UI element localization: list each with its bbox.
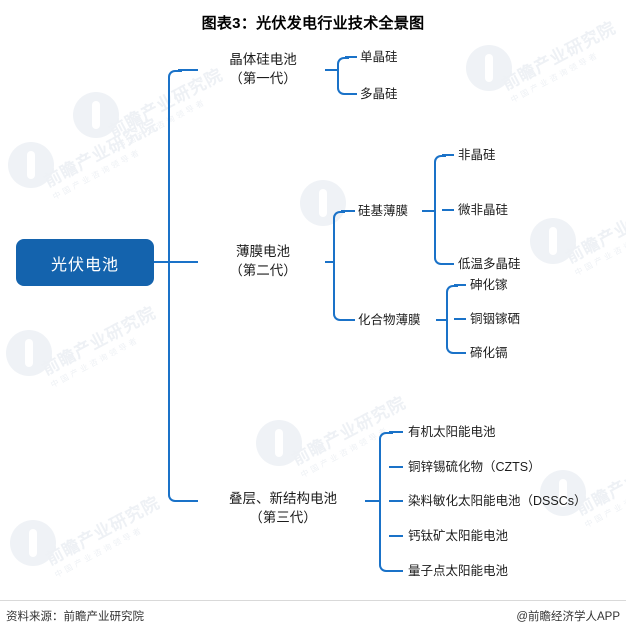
leaf-organic-solar-cell[interactable]: 有机太阳能电池 [408,425,496,439]
page-title: 图表3：光伏发电行业技术全景图 [201,15,425,32]
source-label: 资料来源：前瞻产业研究院 [6,611,144,623]
brand-label: @前瞻经济学人APP [516,611,620,623]
leaf-czts[interactable]: 铜锌锡硫化物（CZTS） [408,460,541,474]
watermark-text: 前瞻产业研究院中国产业咨询领导者 [43,493,164,580]
connector-thinfilm-stub [325,261,335,263]
connector-arm-thinfilm [168,261,198,263]
watermark-text: 前瞻产业研究院中国产业咨询领导者 [563,191,626,278]
connector-crystalline-child-1 [345,93,357,95]
node-tandem-new-structure-cell-line1: 叠层、新结构电池 [229,491,337,506]
leaf-cadmium-telluride[interactable]: 碲化镉 [470,346,508,360]
connector-crystalline-stub [325,69,339,71]
connector-root-stub [154,261,170,263]
connector-thinfilm-group-1 [341,319,355,321]
leaf-micro-amorphous-silicon[interactable]: 微非晶硅 [458,203,509,217]
leaf-perovskite-solar-cell[interactable]: 钙钛矿太阳能电池 [408,529,509,543]
watermark-logo-icon [6,330,52,376]
connector-arm-tandem [178,500,198,502]
node-thin-film-cell-line1: 薄膜电池 [236,244,290,259]
connector-silicon-thinfilm-child-2 [442,263,454,265]
watermark-text: 前瞻产业研究院中国产业咨询领导者 [573,443,626,530]
root-node-label: 光伏电池 [50,256,119,274]
connector-silicon-thinfilm-child-0 [442,154,454,156]
node-silicon-based-thin-film[interactable]: 硅基薄膜 [358,204,409,218]
connector-silicon-thinfilm-stub [422,210,436,212]
connector-compound-thinfilm-bracket [446,285,458,354]
leaf-low-temperature-polysilicon[interactable]: 低温多晶硅 [458,257,521,271]
node-crystalline-silicon-cell-line1: 晶体硅电池 [229,52,297,67]
node-tandem-new-structure-cell[interactable]: 叠层、新结构电池 （第三代） [203,489,363,527]
connector-compound-thinfilm-child-0 [454,284,466,286]
connector-compound-thinfilm-child-2 [454,352,466,354]
connector-tandem-child-3 [389,535,403,537]
connector-thinfilm-bracket [333,211,345,321]
leaf-dsscs[interactable]: 染料敏化太阳能电池（DSSCs） [408,494,587,508]
watermark-logo-icon [10,520,56,566]
connector-compound-thinfilm-stub [436,319,448,321]
leaf-cigs[interactable]: 铜铟镓硒 [470,312,521,326]
connector-silicon-thinfilm-bracket [434,155,446,265]
root-node-photovoltaic-cell[interactable]: 光伏电池 [16,239,154,286]
connector-compound-thinfilm-child-1 [454,318,466,320]
watermark-logo-icon [530,218,576,264]
connector-tandem-bracket [379,432,393,572]
node-thin-film-cell[interactable]: 薄膜电池 （第二代） [203,242,323,280]
watermark-logo-icon [466,45,512,91]
watermark-text: 前瞻产业研究院中国产业咨询领导者 [41,115,162,202]
connector-silicon-thinfilm-child-1 [442,209,454,211]
watermark-text: 前瞻产业研究院中国产业咨询领导者 [39,303,160,390]
connector-crystalline-child-0 [345,56,357,58]
node-compound-thin-film[interactable]: 化合物薄膜 [358,313,421,327]
connector-level1-bracket [168,70,182,502]
leaf-quantum-dot-solar-cell[interactable]: 量子点太阳能电池 [408,564,509,578]
node-thin-film-cell-line2: （第二代） [229,263,297,278]
connector-tandem-child-4 [389,570,403,572]
node-crystalline-silicon-cell-line2: （第一代） [229,71,297,86]
leaf-amorphous-silicon[interactable]: 非晶硅 [458,148,496,162]
leaf-polycrystalline-silicon[interactable]: 多晶硅 [360,87,398,101]
connector-tandem-child-0 [389,431,403,433]
connector-tandem-child-1 [389,466,403,468]
footer-divider [0,600,626,601]
connector-tandem-child-2 [389,500,403,502]
node-tandem-new-structure-cell-line2: （第三代） [249,510,317,525]
leaf-gallium-arsenide[interactable]: 砷化镓 [470,278,508,292]
connector-arm-crystalline [178,69,198,71]
connector-tandem-stub [365,500,381,502]
connector-crystalline-bracket [337,57,349,95]
watermark-logo-icon [8,142,54,188]
node-crystalline-silicon-cell[interactable]: 晶体硅电池 （第一代） [203,50,323,88]
watermark-logo-icon [256,420,302,466]
connector-thinfilm-group-0 [341,210,355,212]
watermark-logo-icon [73,92,119,138]
leaf-monocrystalline-silicon[interactable]: 单晶硅 [360,50,398,64]
